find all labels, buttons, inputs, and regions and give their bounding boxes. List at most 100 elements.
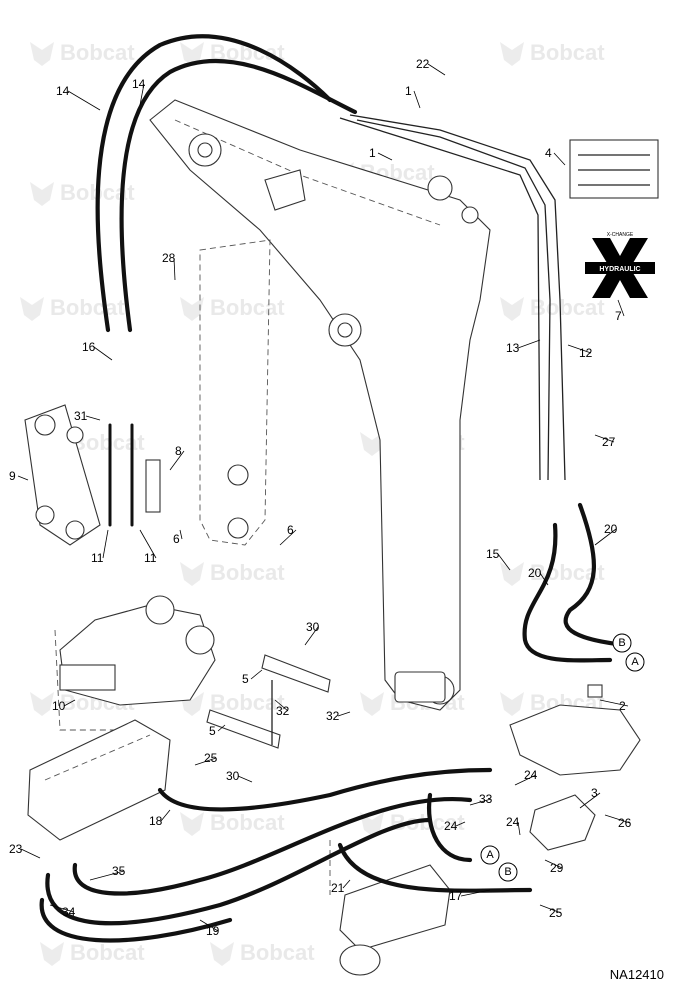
- callout-leader-31: [85, 415, 101, 421]
- callout-24: 24: [506, 815, 520, 829]
- callout-leader-2: [599, 699, 629, 707]
- watermark-logo-icon: [180, 42, 204, 66]
- watermark-logo-icon: [360, 812, 384, 836]
- callout-9: 9: [9, 469, 16, 483]
- callout-26: 26: [618, 816, 632, 830]
- watermark-logo-icon: [360, 692, 384, 716]
- callout-4: 4: [545, 146, 552, 160]
- watermark-logo-icon: [20, 297, 44, 321]
- watermark-logo-icon: [500, 692, 524, 716]
- callout-19: 19: [206, 924, 220, 938]
- watermark-logo-icon: [180, 297, 204, 321]
- callout-3: 3: [591, 786, 598, 800]
- callout-13: 13: [506, 341, 520, 355]
- callout-leader-16: [93, 346, 113, 361]
- watermark-text: Bobcat: [60, 40, 135, 65]
- callout-leader-26: [604, 814, 631, 824]
- callout-leader-1: [377, 152, 393, 161]
- callout-leader-18: [160, 809, 171, 822]
- callout-leader-7: [617, 299, 625, 317]
- callout-leader-6: [279, 529, 297, 546]
- callout-leader-5: [250, 669, 263, 680]
- callout-14: 14: [132, 77, 146, 91]
- watermark-logo-icon: [210, 942, 234, 966]
- hoses-part-11: [108, 423, 161, 527]
- port-label-b-lower: B: [504, 866, 511, 878]
- callout-leader-32: [337, 711, 351, 717]
- watermark-logo-icon: [500, 42, 524, 66]
- decal-part-4: [569, 139, 659, 199]
- callout-leader-21: [342, 879, 351, 889]
- callout-leader-24: [514, 774, 537, 786]
- drawing-number: NA12410: [609, 967, 664, 982]
- link-part-9: [24, 404, 101, 546]
- watermark-logo-icon: [500, 562, 524, 586]
- callout-leader-28: [173, 257, 176, 281]
- callout-leader-14: [67, 90, 101, 111]
- callout-30: 30: [226, 769, 240, 783]
- callout-leader-27: [594, 434, 615, 443]
- callout-32: 32: [326, 709, 340, 723]
- watermark-text: Bobcat: [210, 295, 285, 320]
- lower-hoses: [39, 767, 533, 943]
- callout-2: 2: [619, 699, 626, 713]
- callout-leader-19: [199, 919, 219, 932]
- control-valve-stack: [27, 719, 171, 841]
- decal-part-7: HYDRAULIC X-CHANGE: [585, 232, 655, 298]
- callout-leader-1: [413, 90, 421, 109]
- callout-11: 11: [91, 551, 104, 565]
- callout-24: 24: [444, 819, 458, 833]
- dipper-stick-outline: [199, 239, 271, 546]
- callout-20: 20: [604, 522, 618, 536]
- watermark-text: Bobcat: [210, 690, 285, 715]
- watermark-logo-icon: [360, 432, 384, 456]
- callout-leader-24: [517, 821, 521, 836]
- callout-leader-24: [455, 821, 466, 827]
- callout-25: 25: [204, 751, 218, 765]
- watermark-logo-icon: [40, 942, 64, 966]
- callout-leader-15: [497, 553, 511, 571]
- callout-leader-13: [517, 339, 541, 349]
- callout-leader-25: [194, 757, 217, 766]
- callout-1: 1: [405, 84, 412, 98]
- watermark-text: Bobcat: [70, 940, 145, 965]
- callout-28: 28: [162, 251, 176, 265]
- watermark-logo-icon: [180, 812, 204, 836]
- callout-leader-6: [179, 529, 183, 540]
- callout-35: 35: [112, 864, 126, 878]
- port-label-a-upper: A: [631, 656, 639, 668]
- callout-leader-17: [460, 889, 491, 897]
- callout-6: 6: [173, 532, 180, 546]
- callout-21: 21: [331, 881, 345, 895]
- callout-12: 12: [579, 346, 593, 360]
- callout-leader-4: [553, 152, 566, 166]
- callout-22: 22: [416, 57, 430, 71]
- callout-leader-11: [102, 529, 109, 559]
- callout-5: 5: [242, 672, 249, 686]
- watermark-logo-icon: [180, 562, 204, 586]
- callout-17: 17: [449, 889, 463, 903]
- boom-arm: [149, 99, 491, 711]
- pin-parts-5: [206, 654, 331, 749]
- callout-leader-3: [579, 792, 601, 809]
- port-label-a-lower: A: [486, 849, 494, 861]
- coupler-part-10: [54, 595, 216, 731]
- watermark-logo-icon: [30, 692, 54, 716]
- callout-leader-14: [139, 83, 145, 106]
- hoses-part-14: [95, 34, 358, 333]
- callout-leader-20: [539, 572, 549, 586]
- port-labels: B A A B: [480, 633, 645, 882]
- callout-5: 5: [209, 724, 216, 738]
- diverter-valve-part-3: [529, 794, 596, 851]
- callout-27: 27: [602, 435, 616, 449]
- callout-6: 6: [287, 523, 294, 537]
- callout-leader-30: [304, 626, 319, 646]
- callout-leader-10: [63, 699, 76, 707]
- callout-20: 20: [528, 566, 542, 580]
- callout-leader-34: [49, 904, 75, 913]
- callout-leader-9: [17, 475, 29, 481]
- watermark-logo-icon: [500, 297, 524, 321]
- hoses-part-20: [522, 502, 628, 663]
